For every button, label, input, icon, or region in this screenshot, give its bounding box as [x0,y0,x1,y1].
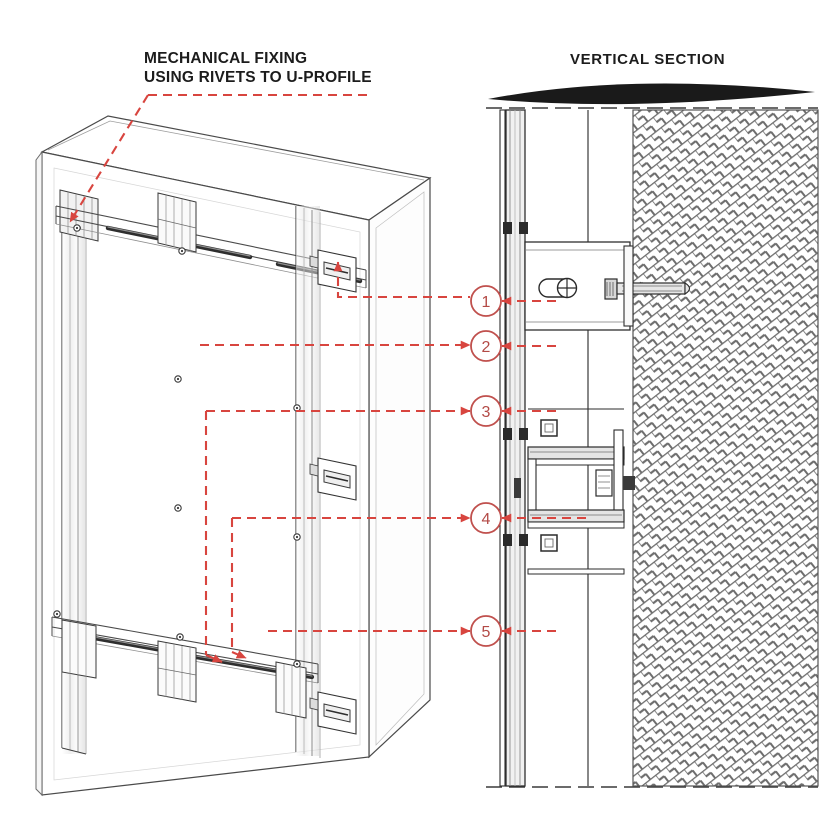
u-profile-bracket-bottom-mid [157,640,197,703]
callout-marker-5[interactable]: 5 [470,615,502,647]
wall-anchor-bracket-detail [524,241,691,331]
callout-number-5: 5 [482,624,491,641]
u-profile-bracket-bottom-left [61,619,97,679]
callout-marker-2[interactable]: 2 [470,330,502,362]
wall-bracket-lower-right [309,691,357,735]
wall-bracket-mid-right [309,457,357,501]
callout-markers: 1 2 3 4 5 [470,285,502,647]
u-profile-rail-section [527,408,635,575]
leader-note-diagonal [69,94,149,223]
vertical-section-title: VERTICAL SECTION [570,51,726,68]
u-profile-bracket-bottom-right [275,661,307,719]
callout-marker-3[interactable]: 3 [470,395,502,427]
slotted-adjustment-hole [538,277,578,299]
callout-number-2: 2 [482,339,491,356]
isometric-panel-assembly [35,115,432,797]
panel-fixing-clips [503,222,528,546]
callout-leaders [69,93,590,663]
fixing-note-line2: USING RIVETS TO U-PROFILE [144,68,372,86]
panel-right-face [368,176,431,759]
masonry-wall [632,109,819,787]
u-profile-bracket-upper-mid [157,192,197,253]
panel-left-edge [35,150,43,797]
leader-4-tip [231,650,247,659]
leader-3-tip [205,654,223,663]
bracket-top-left [59,189,99,242]
callout-marker-4[interactable]: 4 [470,502,502,534]
vertical-section-detail [486,83,819,788]
leader-1-left [333,261,470,299]
callout-number-4: 4 [482,511,491,528]
fixing-note-line1: MECHANICAL FIXING [144,50,308,67]
callout-number-3: 3 [482,404,491,421]
anchor-bolt [604,278,691,300]
callout-marker-1[interactable]: 1 [470,285,502,317]
callout-number-1: 1 [482,294,491,311]
cladding-panel-section [499,109,526,787]
title-underline-lens [488,83,815,105]
